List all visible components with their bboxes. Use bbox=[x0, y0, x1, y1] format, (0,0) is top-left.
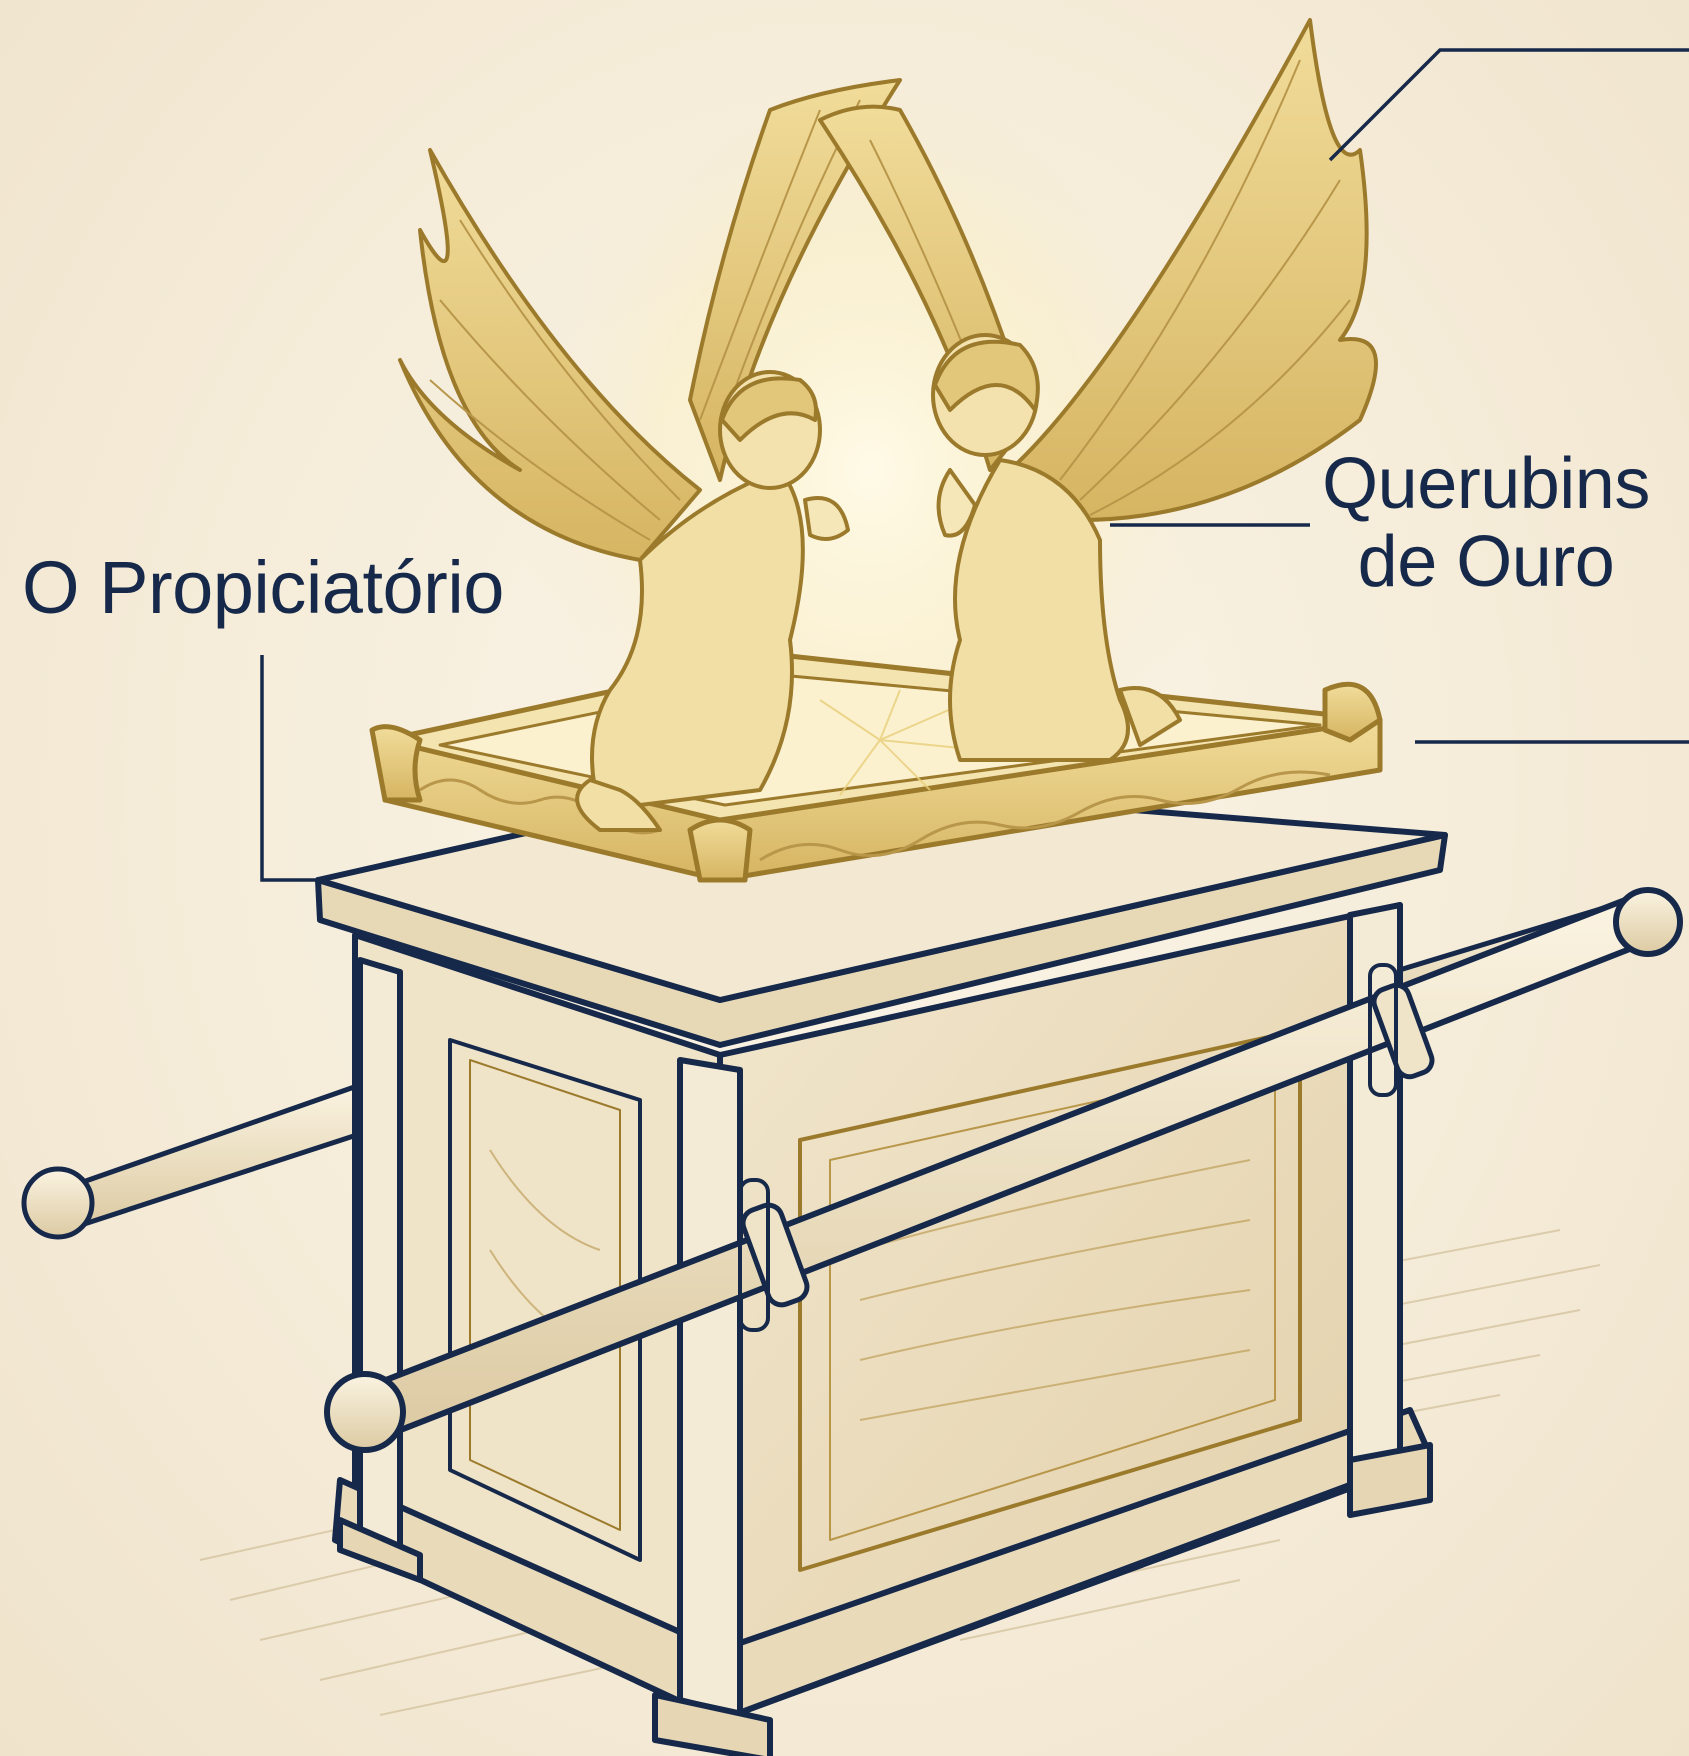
leader-line-wing bbox=[1328, 48, 1689, 162]
label-mercy-seat: O Propiciatório bbox=[22, 546, 504, 629]
label-cherubim-line2: de Ouro bbox=[1357, 521, 1615, 602]
light-rays bbox=[819, 689, 981, 796]
right-cherub bbox=[818, 18, 1378, 762]
leader-line-mercy-seat bbox=[260, 655, 318, 882]
label-cherubim: Querubins de Ouro bbox=[1300, 444, 1672, 602]
left-cherub bbox=[398, 78, 902, 832]
ark-chest bbox=[315, 777, 1448, 1756]
label-cherubim-line1: Querubins bbox=[1322, 444, 1650, 524]
leader-lines bbox=[260, 48, 1689, 882]
pole-front bbox=[324, 887, 1683, 1453]
